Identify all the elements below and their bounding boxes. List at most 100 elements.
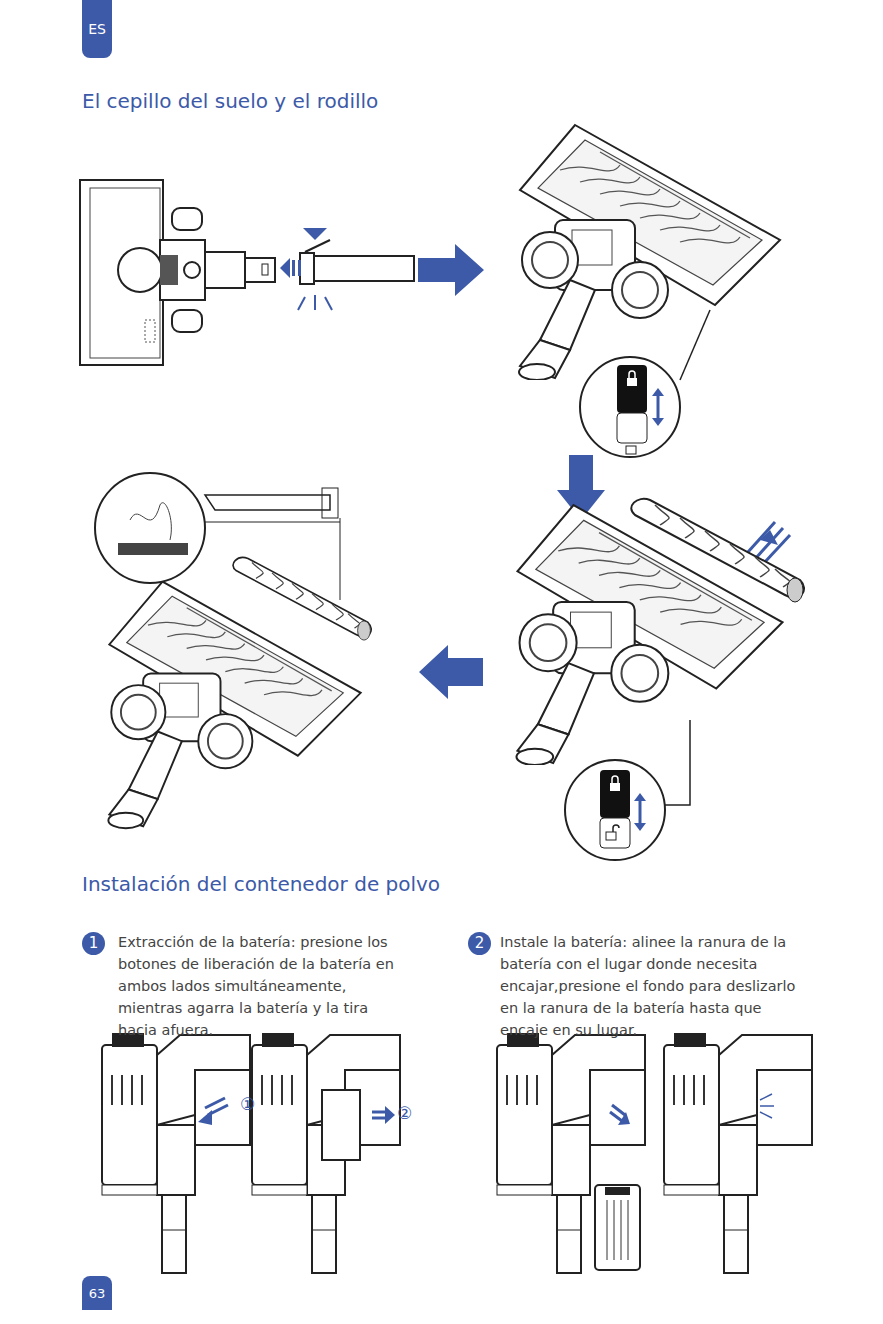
illustration-part (617, 365, 647, 413)
illustration-part (160, 255, 178, 285)
roller (631, 499, 804, 602)
illustration-part (760, 1094, 772, 1100)
illustration-part (340, 518, 341, 600)
illustration-part (764, 535, 790, 563)
illustration-part (617, 413, 647, 443)
illustration-part (172, 310, 202, 332)
section-heading: Instalación del contenedor de polvo (82, 873, 582, 895)
illustration-part (639, 797, 642, 827)
vacuum-body (102, 1033, 250, 1273)
illustration-part (610, 1112, 622, 1121)
illustration-part (372, 1111, 385, 1114)
roller (233, 558, 371, 641)
illustration-part (305, 240, 330, 252)
illustration-part (292, 260, 295, 276)
step-number: 2 (468, 932, 491, 955)
illustration-part (606, 832, 616, 840)
illustration-part (419, 645, 483, 699)
illustration-part (652, 418, 664, 426)
illustration-part (303, 228, 327, 240)
illustration-part (610, 783, 620, 791)
illustration-part (198, 1110, 212, 1125)
illustration-part (280, 258, 290, 278)
brush-top-view (80, 180, 414, 365)
illustration-part (595, 1185, 640, 1270)
step-number: 1 (82, 932, 105, 955)
illustration-part (600, 770, 630, 818)
vacuum-body (664, 1033, 812, 1273)
illustration-part (298, 297, 305, 310)
vacuum-body (252, 1033, 400, 1273)
unlock-detail (565, 720, 690, 860)
illustration-part (322, 1090, 360, 1160)
illustration-part (580, 357, 680, 457)
illustration-part (600, 818, 630, 848)
callout-number: ② (397, 1102, 427, 1124)
illustration-part (605, 1187, 630, 1195)
illustration-part (612, 776, 618, 783)
illustration-part (607, 1200, 608, 1260)
illustration-part (205, 495, 330, 510)
illustration-part (205, 522, 340, 523)
illustration-part (298, 260, 301, 276)
floor-brush-open (516, 505, 782, 765)
illustration-part (626, 446, 636, 454)
illustration-part (304, 256, 414, 281)
illustration-part (118, 543, 188, 555)
illustration-part (613, 825, 619, 832)
illustration-part (665, 720, 690, 805)
battery-arrows (198, 1094, 774, 1125)
lock-detail (580, 310, 710, 457)
illustration-part (565, 760, 665, 860)
illustration-part (325, 297, 332, 310)
illustration-part (322, 488, 338, 518)
illustration-part (245, 258, 275, 282)
illustration-part (628, 1200, 629, 1260)
illustration-part (760, 1105, 774, 1107)
node-text: 1 (89, 936, 99, 951)
illustration-part (172, 208, 202, 230)
illustration-part (618, 1112, 630, 1125)
illustration-part (372, 1117, 385, 1120)
illustration-part (418, 244, 484, 296)
cleaning-tool (95, 473, 340, 600)
illustration-part (634, 793, 646, 801)
vacuum-body (497, 1033, 645, 1273)
illustration-part (756, 528, 783, 558)
illustration-part (118, 248, 162, 292)
illustration-part (145, 320, 155, 342)
illustration-part (300, 253, 314, 284)
step-text: Extracción de la batería: presione los b… (118, 931, 408, 1041)
node-text: 63 (89, 1287, 106, 1300)
illustration-part (627, 378, 637, 386)
illustration-part (657, 392, 660, 422)
illustration-part (748, 522, 775, 552)
illustration-part (160, 240, 205, 300)
node-text: ES (88, 22, 106, 36)
illustration-part (385, 1106, 395, 1124)
callout-number: ① (240, 1093, 270, 1115)
node-text: 2 (475, 936, 485, 951)
illustration-part (614, 1200, 615, 1260)
illustration-part (652, 388, 664, 396)
page-title: El cepillo del suelo y el rodillo (82, 88, 582, 114)
illustration-part (184, 262, 200, 278)
illustration-part (130, 503, 171, 540)
floor-brush-open (108, 582, 360, 829)
illustration-part (629, 371, 635, 378)
illustration-part (760, 1112, 772, 1118)
step-text: Instale la batería: alinee la ranura de … (500, 931, 800, 1041)
illustration-part (95, 473, 205, 583)
language-tab: ES (82, 0, 112, 58)
illustration-part (80, 180, 163, 365)
illustration-part (262, 264, 268, 275)
illustration-part (205, 252, 245, 288)
floor-brush (519, 125, 780, 380)
illustration-part (607, 1200, 628, 1260)
illustration-part (314, 295, 316, 310)
page-number: 63 (82, 1276, 112, 1310)
battery (322, 1090, 640, 1270)
illustration-part (634, 823, 646, 831)
